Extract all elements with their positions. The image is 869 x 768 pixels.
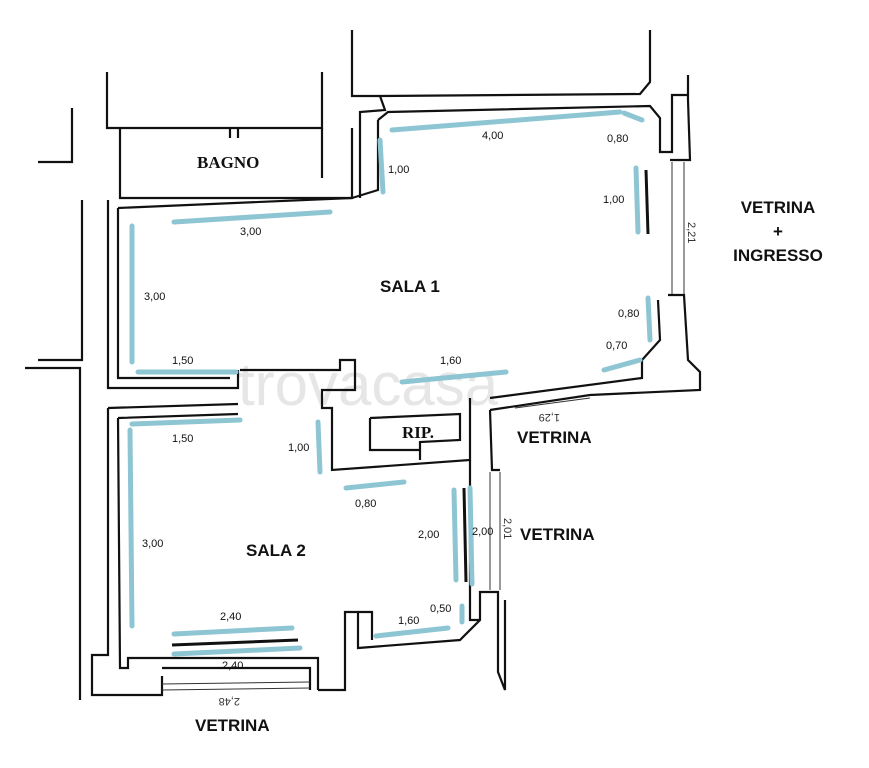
shelf-label: 1,50 [172,355,193,367]
shelf-label: 1,50 [172,433,193,445]
shelf-label: 2,00 [418,529,439,541]
room-label-bagno: BAGNO [197,153,259,172]
shelf-label: 1,00 [603,194,624,206]
shelf-label: 0,80 [607,133,628,145]
shelf-label: 0,80 [618,308,639,320]
label-vetrina-ingresso-3: INGRESSO [733,246,823,265]
shelf-label: 1,60 [398,615,419,627]
dim-mid: 1,29 [539,411,560,423]
shelf-label: 1,00 [388,164,409,176]
shelf-label: 3,00 [240,226,261,238]
shelf-label: 0,70 [606,340,627,352]
label-vetrina-right: VETRINA [520,525,595,544]
shelf-label: 3,00 [142,538,163,550]
label-vetrina-bottom: VETRINA [195,716,270,735]
room-label-sala1: SALA 1 [380,277,440,296]
label-vetrina-ingresso-2: + [773,222,783,241]
room-label-rip: RIP. [402,423,434,442]
shelf-label: 3,00 [144,291,165,303]
shelf-label: 4,00 [482,130,503,142]
shelf-label: 1,00 [288,442,309,454]
label-vetrina-ingresso-1: VETRINA [741,198,816,217]
dim-bottom: 2,48 [219,695,240,707]
shelf-label: 2,40 [220,611,241,623]
shelf-label: 2,00 [472,526,493,538]
room-label-sala2: SALA 2 [246,541,306,560]
watermark: trovacasa [238,351,499,418]
shelf-label: 1,60 [440,355,461,367]
shelf-label: 0,50 [430,603,451,615]
label-vetrina-mid: VETRINA [517,428,592,447]
glazing [161,162,685,691]
dim-right: 2,01 [501,518,513,539]
dim-ingresso: 2,21 [685,222,697,243]
shelves [127,109,653,657]
walls [25,30,702,700]
shelf-label: 2,40 [222,660,243,672]
shelf-label: 0,80 [355,498,376,510]
